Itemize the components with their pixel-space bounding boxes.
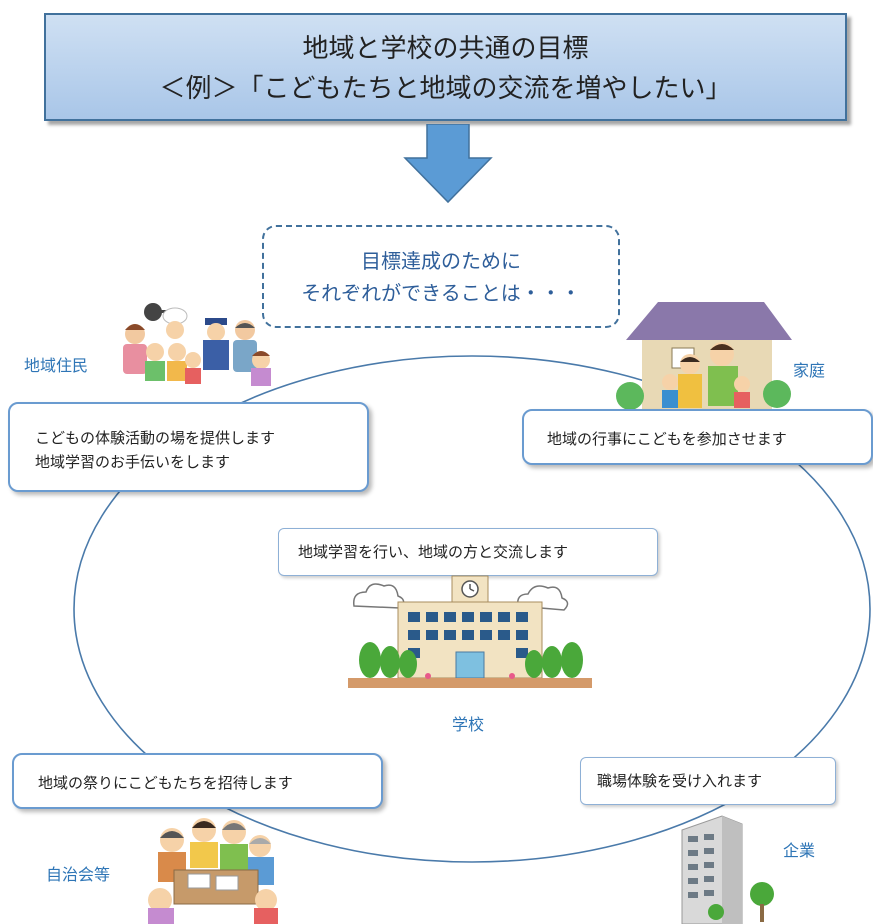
common-goal-box: 地域と学校の共通の目標 ＜例＞「こどもたちと地域の交流を増やしたい」 <box>44 13 847 121</box>
family-callout: 地域の行事にこどもを参加させます <box>522 409 873 465</box>
common-goal-title: 地域と学校の共通の目標 <box>302 34 589 64</box>
school-callout-text: 地域学習を行い、地域の方と交流します <box>298 543 569 561</box>
residents-callout-line1: こどもの体験活動の場を提供します <box>35 429 276 447</box>
goal-achievement-bubble: 目標達成のために それぞれができることは・・・ <box>262 225 620 328</box>
company-callout: 職場体験を受け入れます <box>580 757 836 805</box>
family-illustration <box>616 302 792 410</box>
association-callout: 地域の祭りにこどもたちを招待します <box>12 753 383 809</box>
school-building-illustration <box>348 575 592 688</box>
company-callout-text: 職場体験を受け入れます <box>597 772 763 790</box>
office-building-illustration <box>681 815 774 924</box>
school-label: 学校 <box>452 715 485 734</box>
residents-callout-line2: 地域学習のお手伝いをします <box>35 453 231 471</box>
common-goal-example: ＜例＞「こどもたちと地域の交流を増やしたい」 <box>159 74 732 104</box>
family-label: 家庭 <box>793 361 826 380</box>
residents-callout: こどもの体験活動の場を提供します 地域学習のお手伝いをします <box>8 402 369 492</box>
school-callout: 地域学習を行い、地域の方と交流します <box>278 528 658 576</box>
down-arrow-icon <box>403 124 493 204</box>
association-label: 自治会等 <box>46 865 111 884</box>
family-callout-text: 地域の行事にこどもを参加させます <box>547 430 787 448</box>
association-callout-text: 地域の祭りにこどもたちを招待します <box>38 774 293 792</box>
residents-illustration <box>123 303 271 386</box>
goal-bubble-line1: 目標達成のために <box>361 249 521 273</box>
company-label: 企業 <box>783 841 816 860</box>
residents-label: 地域住民 <box>24 356 89 375</box>
goal-bubble-line2: それぞれができることは・・・ <box>301 281 581 305</box>
association-meeting-illustration <box>148 818 278 924</box>
